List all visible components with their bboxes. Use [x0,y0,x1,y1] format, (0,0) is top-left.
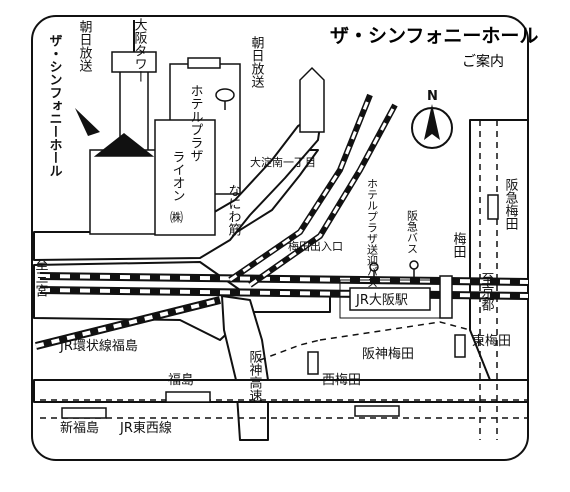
label-naniwa-suji: なにわ筋 [226,184,242,236]
label-osaka-tower: 大阪タワー [132,18,148,83]
label-hanshin-umeda: 阪神梅田 [362,347,414,362]
label-shin-fukushima: 新福島 [60,420,99,436]
label-hotel-plaza: ホテルプラザ [188,84,204,162]
jr-osaka-station [349,287,431,311]
label-hankyu-umeda: 阪急梅田 [503,178,519,230]
label-hankyu-bus: 阪急バス [406,209,419,254]
right-tower [299,66,325,133]
bottom-avenue [33,379,529,403]
label-fukushima: 福島 [168,373,194,388]
roads [33,111,529,441]
buildings [89,20,325,236]
label-umeda-exit: 梅田出入口 [288,239,343,253]
label-hotel-plaza-shuttle: ホテルプラザ送迎バス [366,178,379,288]
label-asahi-hoso-left: 朝日放送 [77,20,93,73]
label-lion: ライオン [170,150,185,202]
label-asahi-hoso-right: 朝日放送 [249,36,265,89]
label-jr-loop-fukushima: JR環状線福島 [59,338,138,354]
label-jr-osaka: JR大阪駅 [355,293,408,308]
compass-label: N [427,89,438,104]
label-hanshin-highway: 阪神高速 [247,350,263,402]
hanshin-highway-road [221,295,269,441]
map-title: ザ・シンフォニーホール [330,25,538,47]
label-nishi-umeda: 西梅田 [322,373,361,388]
label-lion-kabu: ㈱ [170,211,183,226]
label-higashi-umeda: 東梅田 [472,333,511,349]
label-jr-tozai: JR東西線 [119,420,172,436]
label-to-kyoto: 至京都 [479,272,495,311]
map-subtitle: ご案内 [462,53,504,70]
hall-pointer-arrow [75,108,100,136]
compass-icon [411,104,453,149]
label-to-sannomiya: 至三宮 [33,258,49,297]
label-umeda: 梅田 [451,232,467,258]
satellite-dish-icon [215,88,235,110]
lion-building [154,119,216,236]
label-symphony-hall: ザ・シンフォニーホール [47,34,63,177]
station-markers [61,194,499,419]
label-oyodo: 大淀南一丁目 [250,155,316,169]
main-road-upper [33,111,323,261]
symphony-hall-building [89,149,161,235]
